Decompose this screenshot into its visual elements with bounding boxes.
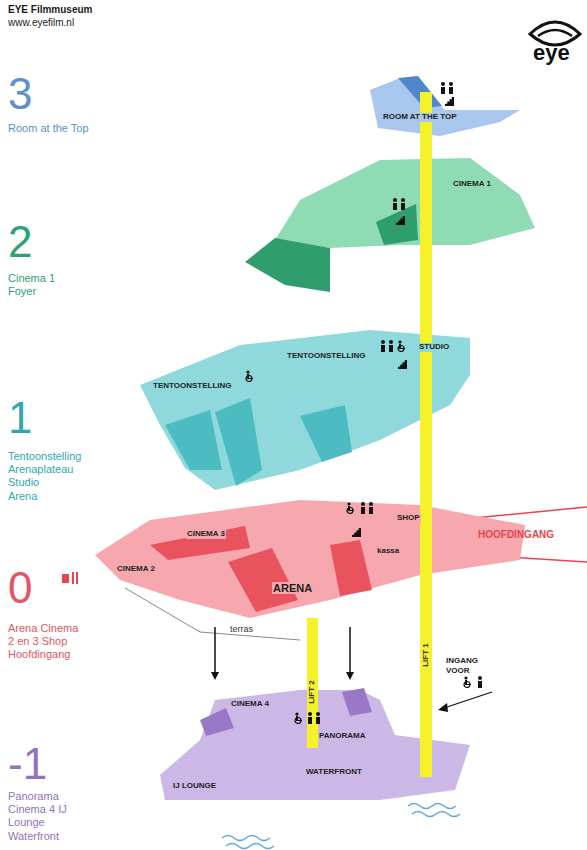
cafe-icon [62, 572, 78, 584]
room-label: CINEMA 2 [116, 565, 156, 574]
floor-number: 2 [8, 220, 32, 264]
water-waves [222, 804, 460, 849]
side-entrance-label: INGANG VOOR [446, 656, 494, 675]
url-text: www.eyefilm.nl [8, 17, 74, 29]
floor-area [370, 78, 520, 136]
entrance-line [438, 692, 492, 712]
floor-number: -1 [8, 742, 47, 786]
page-title: EYE Filmmuseum [8, 4, 92, 16]
room-label: CINEMA 1 [452, 180, 492, 189]
floor-area [165, 410, 222, 470]
floor-description: Tentoonstelling Arenaplateau Studio Aren… [8, 450, 68, 503]
room-label: TENTOONSTELLING [152, 382, 233, 391]
floor-area [215, 398, 262, 486]
terrace-label: terras [230, 624, 253, 635]
floor-description: Cinema 1 Foyer [8, 272, 68, 298]
floor-plate: CINEMA 3 CINEMA 2 ARENA kassa SHOP [90, 495, 530, 627]
entrance-label: HOOFDINGANG [478, 529, 554, 541]
stair-arrow [346, 627, 354, 680]
floor-outline [240, 155, 540, 295]
room-label: IJ LOUNGE [172, 782, 217, 791]
floor-area [228, 548, 298, 612]
floor-outline [360, 72, 525, 140]
floor-description: Arena Cinema 2 en 3 Shop Hoofdingang [8, 622, 82, 662]
arrow-head [211, 672, 219, 680]
arrow-line [349, 627, 351, 673]
floor-number: 1 [8, 396, 32, 440]
floor-number: 0 [8, 566, 32, 610]
floor-area [330, 540, 372, 596]
lift-label: LIFT 1 [422, 643, 430, 667]
floor-description: Panorama Cinema 4 IJ Lounge Waterfront [8, 790, 72, 843]
lift-label: LIFT 2 [308, 680, 316, 704]
floor-area [150, 526, 250, 560]
floor-area [300, 405, 352, 462]
floor-area [342, 688, 372, 716]
room-label: CINEMA 4 [230, 700, 270, 709]
arrow-line [214, 627, 216, 673]
room-label: ARENA [272, 582, 313, 594]
logo-text: eye [533, 40, 570, 66]
floor-number: 3 [8, 72, 32, 116]
floor-plate: ROOM AT THE TOP [360, 72, 525, 140]
lift-shaft: LIFT 2 [307, 618, 318, 748]
room-label: STUDIO [418, 343, 450, 352]
floor-area [245, 238, 330, 292]
room-label: ROOM AT THE TOP [382, 113, 458, 122]
room-label: kassa [376, 547, 400, 556]
floor-area [376, 204, 418, 245]
room-label: PANORAMA [318, 732, 367, 741]
floor-outline [90, 495, 530, 627]
floor-area [95, 500, 525, 618]
room-label: SHOP [396, 514, 421, 523]
room-label: WATERFRONT [305, 768, 363, 777]
floor-plate: CINEMA 1 [240, 155, 540, 295]
floor-area [200, 708, 234, 736]
room-label: CINEMA 3 [186, 530, 226, 539]
floor-description: Room at the Top [8, 122, 118, 135]
lift-shaft: LIFT 1 [420, 92, 432, 777]
arrow-head [346, 672, 354, 680]
floor-area [275, 158, 535, 248]
room-label: TENTOONSTELLING [286, 352, 367, 361]
stair-arrow [211, 627, 219, 680]
